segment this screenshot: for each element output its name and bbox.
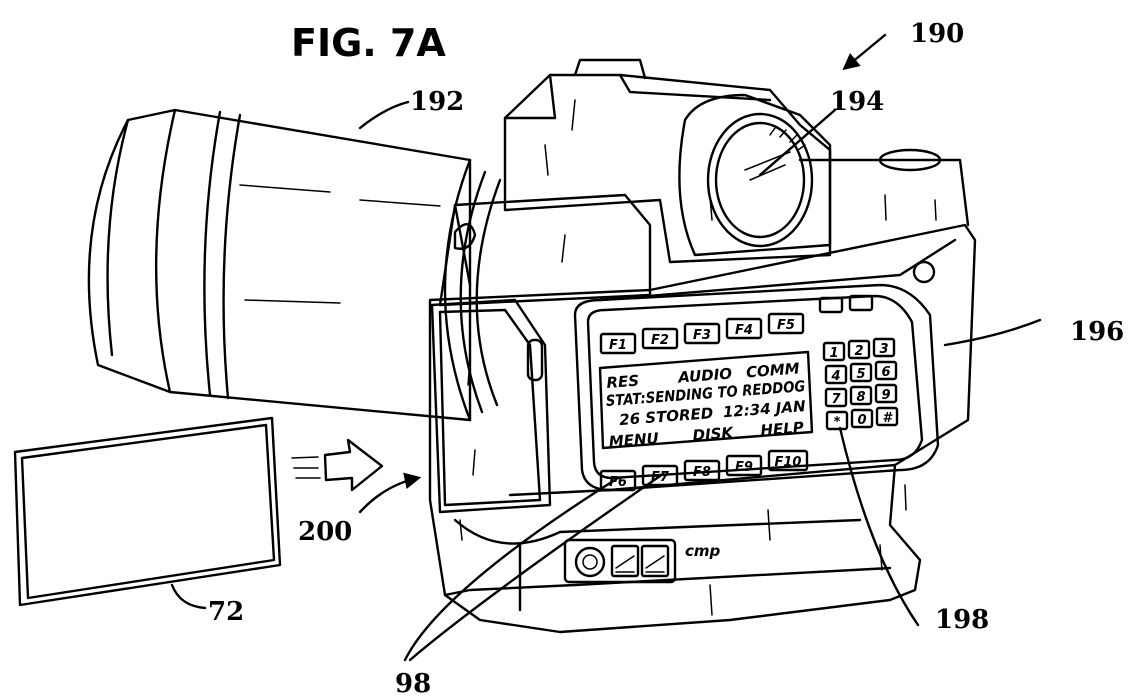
svg-text:F3: F3	[693, 328, 711, 343]
key-4[interactable]: 4	[824, 364, 848, 385]
softkey-f1[interactable]: F1	[599, 332, 637, 355]
camera-body	[428, 58, 977, 634]
softkey-f10[interactable]: F10	[767, 449, 809, 472]
svg-text:F5: F5	[777, 318, 795, 333]
card-slot-area: cmp	[563, 538, 721, 584]
ref-198: 198	[838, 426, 989, 635]
key-9[interactable]: 9	[874, 383, 898, 404]
lcd-res: RES	[606, 372, 640, 392]
svg-text:F10: F10	[775, 455, 802, 470]
pc-card	[13, 416, 282, 607]
card-slot-2[interactable]	[640, 544, 670, 578]
key-1[interactable]: 1	[822, 341, 846, 362]
svg-text:7: 7	[831, 392, 841, 407]
key-5[interactable]: 5	[849, 362, 873, 383]
key-3[interactable]: 3	[872, 337, 896, 358]
ref-72: 72	[170, 583, 244, 627]
lcd-menu: MENU	[608, 429, 659, 451]
key-2[interactable]: 2	[847, 339, 871, 360]
lcd-help: HELP	[760, 418, 805, 439]
svg-text:1: 1	[829, 346, 838, 361]
control-panel: F1 F2 F3 F4 F5 RES AUDI	[573, 283, 940, 492]
ref-98: 98	[395, 472, 665, 698]
lcd-disk: DISK	[692, 424, 735, 445]
ref-190: 190	[842, 19, 964, 71]
svg-text:6: 6	[881, 365, 890, 380]
svg-text:9: 9	[881, 388, 890, 403]
key-star[interactable]: *	[825, 410, 849, 431]
svg-text:*: *	[834, 415, 841, 430]
svg-text:8: 8	[856, 390, 865, 405]
svg-text:#: #	[882, 411, 893, 426]
key-6[interactable]: 6	[874, 360, 898, 381]
svg-text:F4: F4	[735, 323, 753, 338]
svg-text:98: 98	[395, 669, 431, 698]
card-slot-label: cmp	[685, 542, 721, 560]
softkey-f3[interactable]: F3	[683, 322, 721, 345]
svg-text:2: 2	[854, 344, 863, 359]
softkey-f7[interactable]: F7	[641, 464, 679, 487]
svg-text:F1: F1	[609, 338, 627, 353]
key-0[interactable]: 0	[850, 408, 874, 429]
svg-text:200: 200	[298, 517, 352, 547]
svg-text:72: 72	[208, 597, 244, 627]
svg-text:198: 198	[935, 605, 989, 635]
numeric-keypad: 1 2 3 4 5 6 7 8 9 * 0 #	[822, 337, 899, 431]
key-7[interactable]: 7	[824, 387, 848, 408]
card-slot-1[interactable]	[610, 544, 640, 578]
key-8[interactable]: 8	[849, 385, 873, 406]
softkey-row-bottom: F6 F7 F8 F9 F10	[599, 449, 809, 492]
softkey-f9[interactable]: F9	[725, 454, 763, 477]
connector-port-icon	[574, 546, 606, 578]
svg-text:3: 3	[879, 342, 888, 357]
svg-text:F6: F6	[609, 475, 627, 490]
softkey-f6[interactable]: F6	[599, 469, 637, 492]
lcd-date: 12:34 JAN	[722, 397, 806, 421]
lcd-comm: COMM	[745, 359, 800, 381]
ref-200: 200	[298, 472, 422, 547]
viewfinder-eyepiece	[678, 93, 832, 257]
softkey-f2[interactable]: F2	[641, 327, 679, 350]
figure-title: FIG. 7A	[291, 21, 446, 65]
ref-192: 192	[358, 87, 464, 130]
svg-text:0: 0	[857, 413, 866, 428]
svg-text:F2: F2	[651, 333, 669, 348]
lens-barrel	[87, 108, 502, 422]
svg-text:F9: F9	[735, 460, 753, 475]
svg-text:190: 190	[910, 19, 964, 49]
softkey-f4[interactable]: F4	[725, 317, 763, 340]
softkey-f5[interactable]: F5	[767, 312, 805, 335]
softkey-row-top: F1 F2 F3 F4 F5	[599, 312, 805, 355]
svg-text:4: 4	[830, 369, 840, 384]
softkey-f8[interactable]: F8	[683, 459, 721, 482]
insertion-arrow-icon	[291, 438, 384, 492]
svg-text:192: 192	[410, 87, 464, 117]
svg-text:194: 194	[830, 87, 884, 117]
ref-196: 196	[943, 317, 1124, 347]
lcd-audio: AUDIO	[677, 365, 733, 387]
ref-194: 194	[758, 87, 884, 177]
key-hash[interactable]: #	[875, 406, 899, 427]
svg-text:F8: F8	[693, 465, 711, 480]
svg-text:5: 5	[856, 367, 865, 382]
svg-text:196: 196	[1070, 317, 1124, 347]
lcd-screen: RES AUDIO COMM STAT:SENDING TO REDDOG 26…	[598, 350, 814, 451]
svg-text:F7: F7	[651, 470, 670, 485]
